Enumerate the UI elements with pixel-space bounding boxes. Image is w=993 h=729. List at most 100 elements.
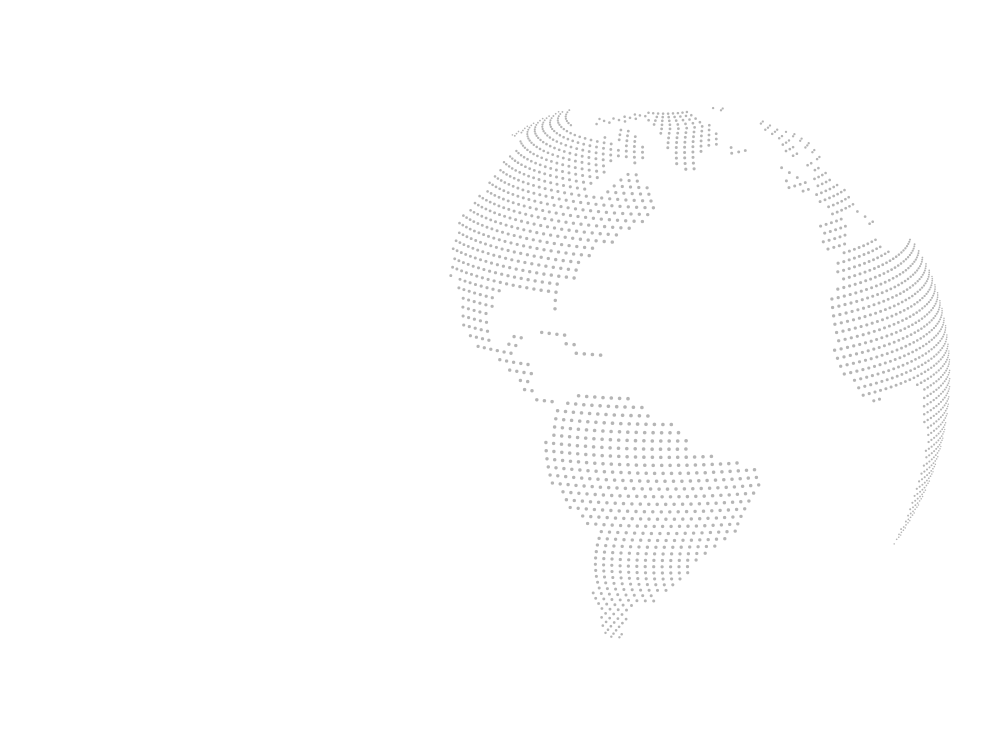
land-dot xyxy=(549,119,552,122)
land-dot xyxy=(927,477,930,480)
land-dot xyxy=(555,332,559,337)
land-dot xyxy=(869,277,873,281)
land-dot xyxy=(503,239,507,243)
land-dot xyxy=(671,479,676,484)
land-dot xyxy=(689,517,693,521)
land-dot xyxy=(836,192,839,196)
land-dot xyxy=(602,146,605,150)
land-dot xyxy=(863,358,868,362)
land-dot xyxy=(795,176,799,179)
land-dot xyxy=(935,427,938,430)
land-dot xyxy=(948,395,950,398)
land-dot xyxy=(917,356,921,359)
land-dot xyxy=(660,123,664,127)
land-dot xyxy=(552,226,557,230)
land-dot xyxy=(552,129,556,133)
land-dot xyxy=(595,176,599,180)
land-dot xyxy=(497,238,501,242)
land-dot xyxy=(564,143,568,147)
land-dot xyxy=(947,343,949,345)
land-dot xyxy=(927,482,929,485)
land-dot xyxy=(556,117,560,120)
land-dot xyxy=(685,110,689,114)
land-dot xyxy=(476,222,480,225)
land-dot xyxy=(587,156,591,159)
land-dot xyxy=(502,171,505,174)
land-dot xyxy=(488,209,492,213)
land-dot xyxy=(887,369,891,373)
land-dot xyxy=(946,412,948,415)
land-dot xyxy=(627,226,631,230)
land-dot xyxy=(522,155,526,159)
land-dot xyxy=(676,463,681,468)
land-dot xyxy=(806,187,810,191)
land-dot xyxy=(941,414,944,417)
land-dot xyxy=(618,204,622,209)
land-dot xyxy=(934,454,937,457)
land-dot xyxy=(907,518,910,521)
land-dot xyxy=(840,199,844,203)
land-dot xyxy=(659,463,664,468)
land-dot xyxy=(516,226,520,230)
land-dot xyxy=(627,551,632,555)
land-dot xyxy=(681,517,685,521)
land-dot xyxy=(697,502,702,506)
land-dot xyxy=(910,251,913,255)
land-dot xyxy=(936,322,939,325)
land-dot xyxy=(469,272,474,276)
land-dot xyxy=(586,468,590,473)
land-dot xyxy=(932,316,935,320)
land-dot xyxy=(549,188,553,192)
land-dot xyxy=(636,577,640,581)
land-dot xyxy=(659,431,664,435)
land-dot xyxy=(618,133,622,137)
land-dot xyxy=(667,455,672,460)
land-dot xyxy=(626,129,630,133)
land-dot xyxy=(488,181,491,185)
land-dot xyxy=(608,197,612,201)
land-dot xyxy=(606,232,610,236)
land-dot xyxy=(638,192,643,196)
land-dot xyxy=(609,508,613,513)
land-dot xyxy=(926,277,929,281)
land-dot xyxy=(473,256,477,260)
land-dot xyxy=(495,348,499,353)
land-dot xyxy=(683,135,687,139)
land-dot xyxy=(480,276,484,280)
land-dot xyxy=(654,583,658,587)
land-dot xyxy=(628,545,633,549)
land-dot xyxy=(904,268,908,272)
land-dot xyxy=(679,545,683,549)
land-dot xyxy=(616,148,620,152)
land-dot xyxy=(626,494,631,498)
land-dot xyxy=(514,169,518,172)
land-dot xyxy=(639,588,643,592)
land-dot xyxy=(908,253,912,257)
land-dot xyxy=(594,550,598,554)
land-dot xyxy=(699,144,703,148)
land-dot xyxy=(914,258,917,261)
land-dot xyxy=(632,593,636,597)
land-dot xyxy=(618,523,623,528)
land-dot xyxy=(912,341,916,344)
land-dot xyxy=(693,126,696,129)
land-dot xyxy=(948,377,951,380)
land-dot xyxy=(920,472,923,475)
land-dot xyxy=(594,202,598,206)
land-dot xyxy=(703,551,707,555)
land-dot xyxy=(559,113,562,115)
land-dot xyxy=(915,339,919,342)
land-dot xyxy=(626,134,629,138)
land-dot xyxy=(565,129,569,133)
land-dot xyxy=(553,146,556,150)
land-dot xyxy=(554,257,558,262)
land-dot xyxy=(528,245,532,249)
land-dot xyxy=(591,445,596,449)
land-dot xyxy=(482,346,486,350)
land-dot xyxy=(859,377,863,381)
land-dot xyxy=(562,135,565,139)
land-dot xyxy=(616,593,620,597)
land-dot xyxy=(556,189,560,194)
land-dot xyxy=(906,256,910,259)
land-dot xyxy=(526,221,530,225)
